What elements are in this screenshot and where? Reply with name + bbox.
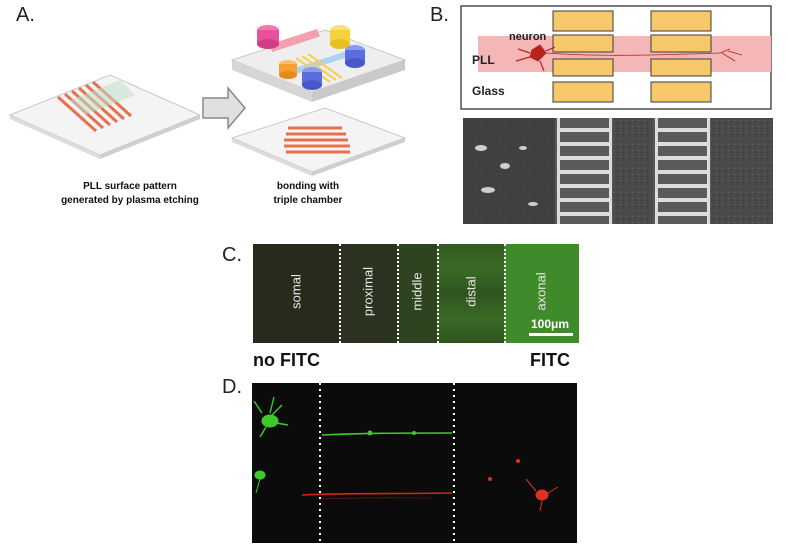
scale-bar-label: 100μm [531, 317, 570, 331]
panel-a-caption-left: PLL surface pattern generated by plasma … [30, 180, 230, 208]
panel-c-image: somal proximal middle distal axonal 100μ… [253, 244, 579, 343]
microchannel-array-2 [653, 118, 711, 224]
pll-slide-right [230, 107, 407, 176]
panel-d-image [252, 383, 577, 543]
glass-label: Glass [472, 84, 505, 98]
segment-label-axonal: axonal [533, 272, 549, 311]
divider-1 [339, 244, 341, 343]
panel-b-letter: B. [430, 4, 449, 26]
divider-4 [504, 244, 506, 343]
panel-a-letter: A. [16, 4, 35, 26]
panel-b-micrograph [463, 118, 773, 224]
caption-right-line2: triple chamber [273, 195, 343, 206]
triple-chamber-device [230, 25, 407, 102]
panel-a-caption-right: bonding with triple chamber [248, 180, 368, 208]
fitc-label: FITC [530, 350, 570, 370]
red-axon [301, 492, 453, 500]
no-fitc-label: no FITC [253, 350, 320, 370]
divider-2 [397, 244, 399, 343]
microchannel-array-1 [555, 118, 613, 224]
segment-label-proximal: proximal [360, 266, 376, 317]
segment-label-middle: middle [409, 272, 425, 311]
red-neuron-axonal [488, 459, 559, 512]
pll-band [478, 36, 771, 72]
panel-c-letter: C. [222, 244, 242, 266]
caption-left-line1: PLL surface pattern [83, 181, 177, 192]
divider-3 [437, 244, 439, 343]
green-axon [321, 430, 453, 436]
process-arrow-icon [202, 85, 246, 131]
segment-proximal-region [339, 244, 397, 343]
segment-middle-region [397, 244, 437, 343]
pll-label: PLL [472, 53, 495, 67]
neuron-icon [515, 44, 743, 72]
caption-left-line2: generated by plasma etching [61, 195, 199, 206]
panel-d-letter: D. [222, 376, 242, 398]
segment-axonal-region [504, 244, 579, 343]
green-neuron-somal [253, 396, 289, 494]
panel-a-illustration [8, 25, 407, 176]
segment-somal-region [253, 244, 339, 343]
panel-b-schematic [460, 5, 772, 110]
segment-label-somal: somal [288, 274, 304, 309]
caption-right-line1: bonding with [276, 181, 340, 192]
segment-label-distal: distal [463, 276, 479, 307]
pll-slide-left [8, 74, 202, 159]
scale-bar [529, 333, 573, 336]
segment-distal-region [437, 244, 504, 343]
neuron-label: neuron [509, 31, 547, 43]
